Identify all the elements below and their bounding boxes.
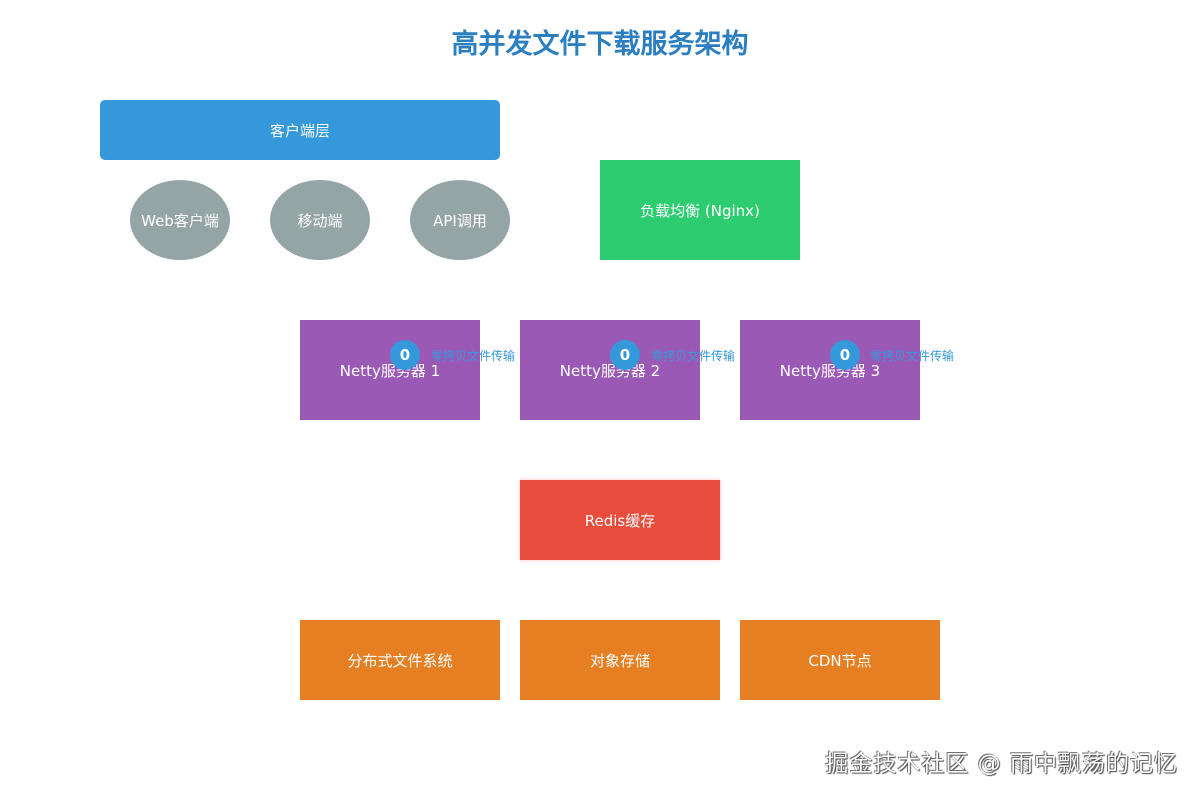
load-balancer-box: 负载均衡 (Nginx) <box>600 160 800 260</box>
diagram-title: 高并发文件下载服务架构 <box>451 29 749 60</box>
zero-copy-label-3: 零拷贝文件传输 <box>870 349 955 363</box>
netty-server-3-label: Netty服务器 3 <box>779 361 881 380</box>
netty-server-1-label: Netty服务器 1 <box>339 361 441 380</box>
storage-dfs-label: 分布式文件系统 <box>347 651 453 670</box>
netty-server-1: Netty服务器 1 <box>300 320 480 420</box>
storage-dfs: 分布式文件系统 <box>300 620 500 700</box>
storage-cdn-label: CDN节点 <box>808 651 872 670</box>
netty-server-2: Netty服务器 2 <box>520 320 700 420</box>
zero-copy-badge-3: 0 <box>830 340 860 370</box>
client-layer-label: 客户端层 <box>269 121 330 140</box>
load-balancer-label: 负载均衡 (Nginx) <box>640 201 760 220</box>
watermark: 掘金技术社区 @ 雨中飘荡的记忆 <box>825 751 1178 777</box>
storage-object-label: 对象存储 <box>589 651 650 670</box>
client-api-label: API调用 <box>433 211 487 230</box>
zero-copy-badge-2: 0 <box>610 340 640 370</box>
storage-cdn: CDN节点 <box>740 620 940 700</box>
zero-copy-label-2: 零拷贝文件传输 <box>651 349 736 363</box>
client-api: API调用 <box>410 180 510 260</box>
netty-server-2-label: Netty服务器 2 <box>559 361 661 380</box>
redis-cache-box: Redis缓存 <box>520 480 720 560</box>
client-mobile: 移动端 <box>270 180 370 260</box>
client-layer-box: 客户端层 <box>100 100 500 160</box>
redis-cache-label: Redis缓存 <box>584 511 656 530</box>
client-mobile-label: 移动端 <box>297 211 343 230</box>
client-web-label: Web客户端 <box>141 211 219 230</box>
storage-object: 对象存储 <box>520 620 720 700</box>
netty-server-3: Netty服务器 3 <box>740 320 920 420</box>
zero-copy-label-1: 零拷贝文件传输 <box>431 349 516 363</box>
zero-copy-badge-1: 0 <box>390 340 420 370</box>
client-web: Web客户端 <box>130 180 230 260</box>
